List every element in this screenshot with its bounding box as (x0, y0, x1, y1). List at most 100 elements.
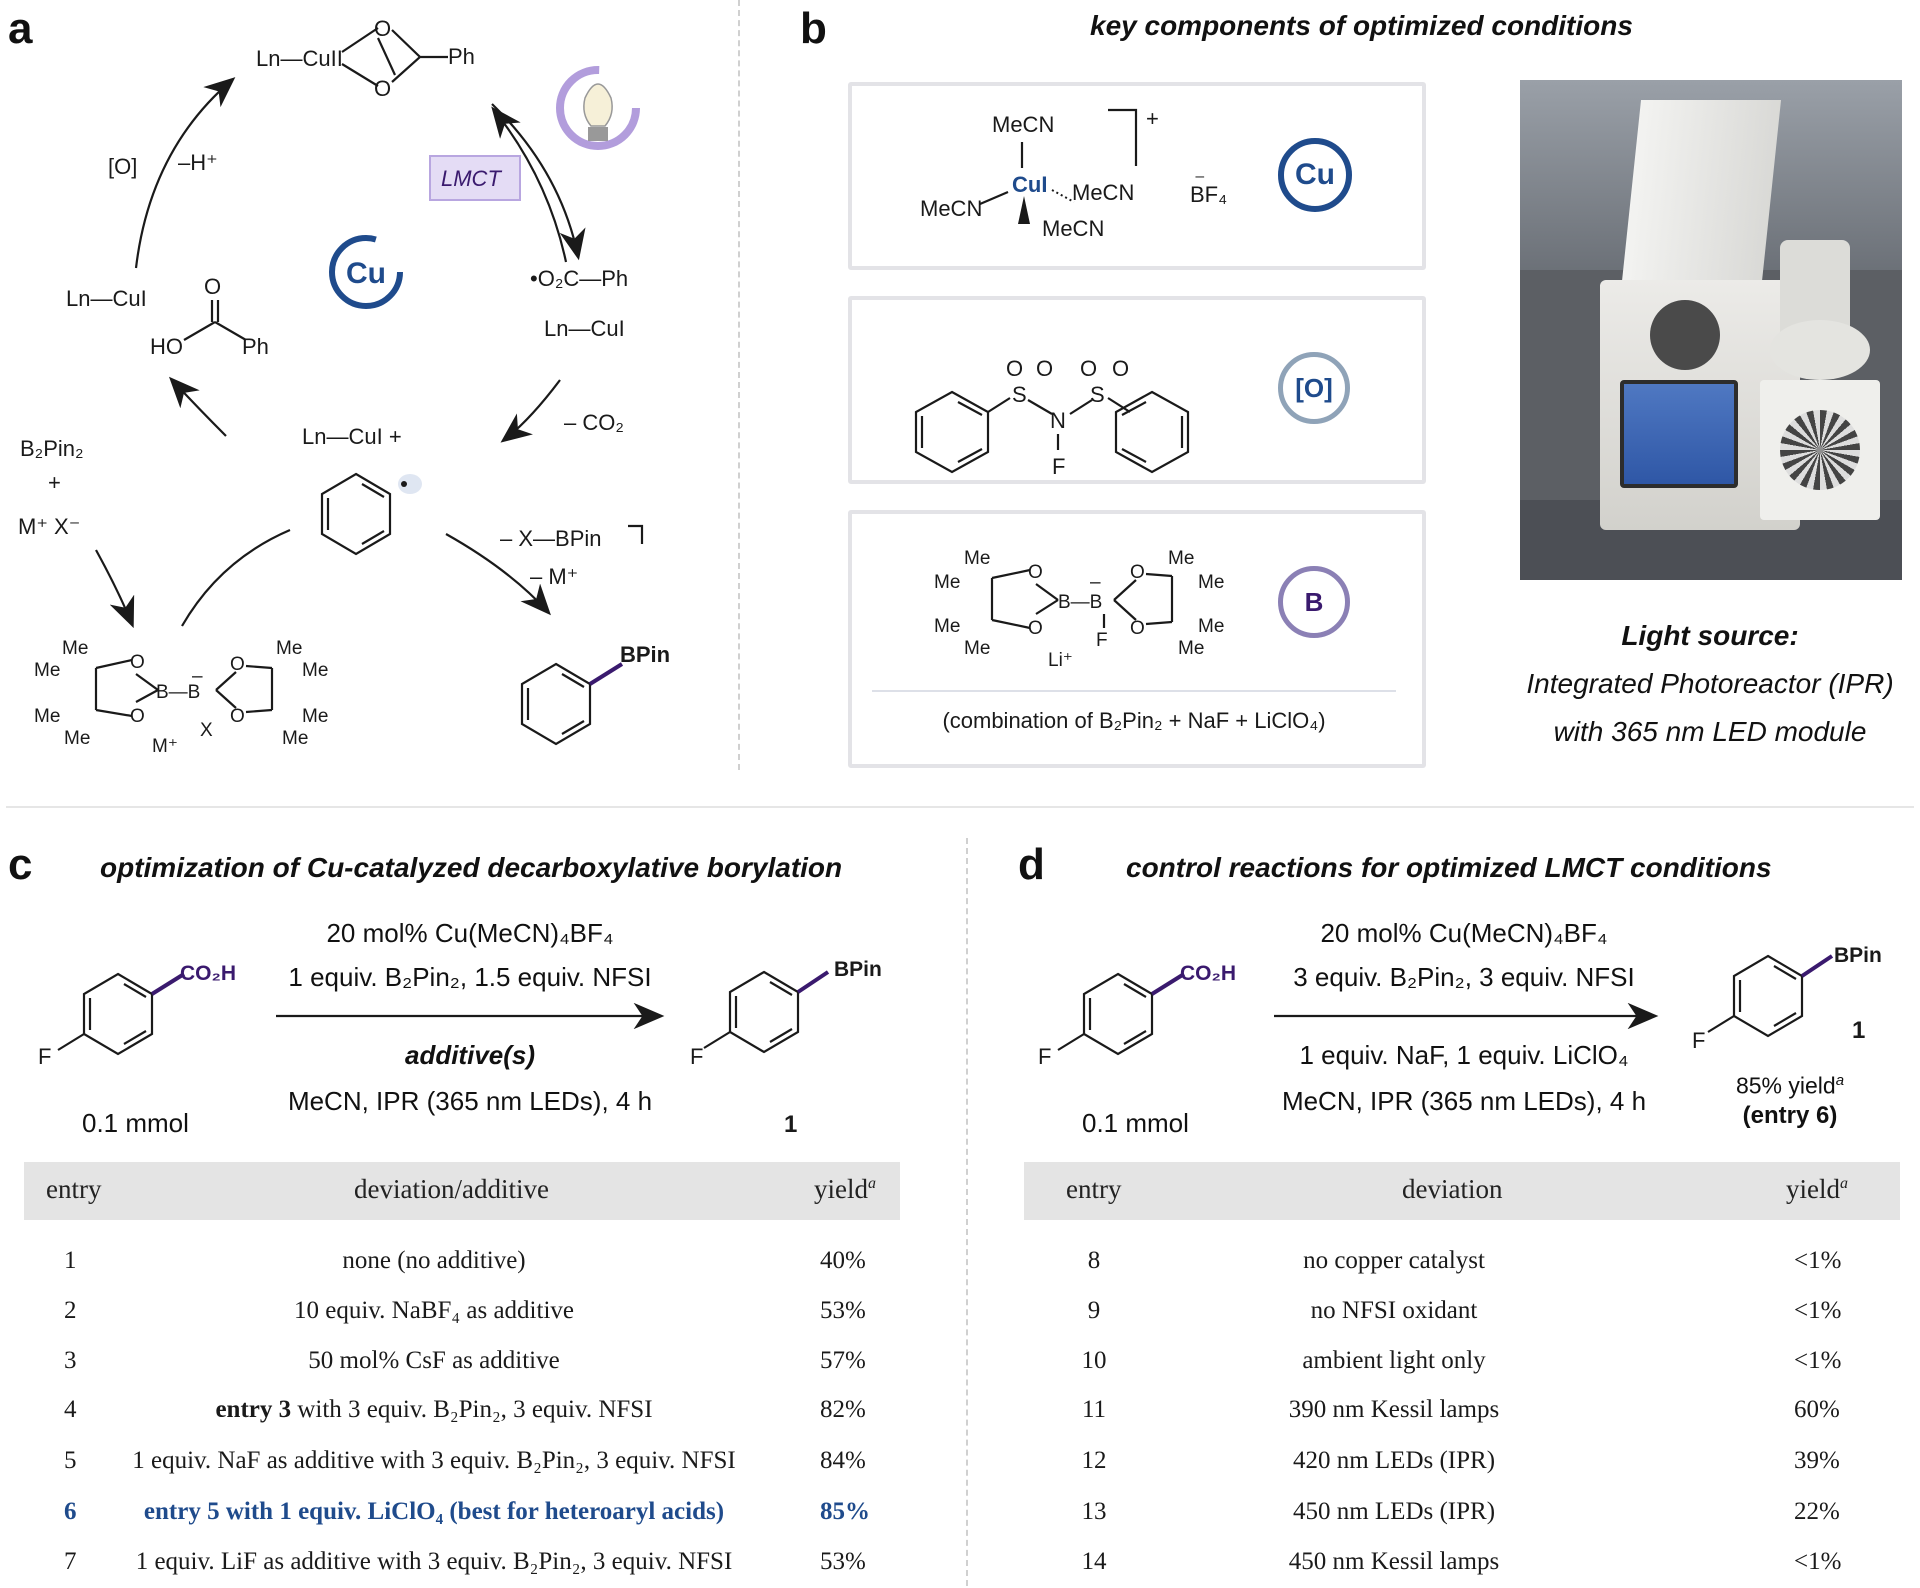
svg-text:+: + (48, 470, 61, 495)
svg-text:O: O (1006, 356, 1023, 381)
svg-text:O: O (1080, 356, 1097, 381)
table-d-entry: 14 (1081, 1548, 1107, 1575)
light-source-line2: with 365 nm LED module (1553, 716, 1867, 747)
table-c-deviation: 1 equiv. LiF as additive with 3 equiv. B… (135, 1548, 733, 1575)
svg-text:MeCN: MeCN (992, 112, 1054, 137)
benzoic-acid: O HO Ph (150, 274, 269, 359)
panel-b-title: key components of optimized conditions (1090, 10, 1633, 41)
svg-text:BPin: BPin (620, 642, 670, 667)
svg-text:O: O (1130, 618, 1145, 639)
table-c-yield: 57% (820, 1347, 866, 1374)
svg-text:O: O (374, 76, 391, 101)
svg-text:Me: Me (934, 616, 960, 637)
b2pin2-label: B₂Pin₂ (20, 436, 84, 461)
table-c-yield: 85% (820, 1498, 870, 1525)
d-product-entry-ref: (entry 6) (1742, 1102, 1838, 1129)
c-amount: 0.1 mmol (82, 1108, 189, 1138)
table-d-yield: <1% (1794, 1347, 1842, 1374)
svg-text:MeCN: MeCN (920, 196, 982, 221)
svg-text:⁻: ⁻ (1194, 168, 1206, 193)
table-d-yield: <1% (1794, 1297, 1842, 1324)
svg-text:O: O (374, 16, 391, 41)
table-d-row: 12 420 nm LEDs (IPR) 39% (1024, 1447, 1900, 1487)
d-condition-3: 1 equiv. NaF, 1 equiv. LiClO₄ (1299, 1040, 1629, 1070)
svg-text:–: – (192, 666, 203, 687)
table-c-yield: 53% (820, 1297, 866, 1324)
svg-text:F: F (1052, 454, 1065, 479)
led-fan (1780, 410, 1860, 490)
catalytic-cycle-diagram: Ln—CuII O O Ph LMCT [O] –H⁺ Cu •O₂C—Ph L… (18, 16, 670, 757)
svg-text:B—B: B—B (156, 682, 200, 703)
svg-text:BF₄: BF₄ (1190, 182, 1227, 207)
fluorobenzoic-acid-c: CO₂H F (38, 962, 236, 1069)
table-d-header: entry deviation yielda (1024, 1162, 1900, 1220)
table-d-entry: 11 (1081, 1396, 1107, 1423)
table-c-deviation: 50 mol% CsF as additive (308, 1347, 560, 1374)
panel-c-title: optimization of Cu-catalyzed decarboxyla… (100, 852, 843, 883)
svg-text:F: F (38, 1044, 51, 1069)
x-bpin-label: – X—BPin (500, 526, 602, 551)
borate-ate-complex: Me Me Me Me O O B—B – O O Me Me Me Me X … (34, 638, 328, 757)
svg-text:1: 1 (1852, 1017, 1865, 1044)
table-d-deviation: no NFSI oxidant (1310, 1297, 1478, 1324)
phenyl-bpin-product: BPin (520, 642, 670, 746)
svg-text:F: F (1038, 1044, 1051, 1069)
component-box-copper: MeCN CuI MeCN MeCN MeCN + ⁻ BF₄ Cu (848, 82, 1426, 270)
panel-d-title: control reactions for optimized LMCT con… (1126, 852, 1772, 883)
vial-insert (1770, 320, 1870, 380)
table-d-deviation: 420 nm LEDs (IPR) (1292, 1447, 1496, 1474)
svg-text:Me: Me (302, 706, 328, 727)
lncu-center-label: Ln—CuI + (302, 424, 402, 449)
cu-cycle-badge: Cu (329, 235, 403, 309)
panel-letter-a: a (8, 4, 33, 53)
svg-text:Me: Me (34, 660, 60, 681)
oxidant-badge-icon: [O] (1278, 352, 1350, 424)
svg-text:S: S (1090, 382, 1105, 407)
d-product-yield: 85% yielda (1735, 1072, 1845, 1099)
svg-text:HO: HO (150, 334, 183, 359)
table-c-deviation: 10 equiv. NaBF₄ as additive (294, 1297, 574, 1324)
fluorobenzoic-acid-d: CO₂H F (1038, 962, 1236, 1069)
mx-label: M⁺ X⁻ (18, 514, 80, 539)
photoreactor-photo (1520, 80, 1902, 580)
panel-letter-b: b (800, 4, 827, 53)
svg-text:Me: Me (964, 548, 990, 569)
lightbulb-icon (556, 66, 640, 150)
light-source-title: Light source: (1621, 620, 1799, 651)
svg-text:LMCT: LMCT (441, 166, 502, 191)
product-c: BPin F 1 (690, 958, 882, 1138)
reactor-vial-holder (1650, 300, 1720, 370)
boron-combination-text: (combination of B₂Pin₂ + NaF + LiClO₄) (942, 708, 1326, 733)
table-c-deviation: 1 equiv. NaF as additive with 3 equiv. B… (132, 1447, 736, 1474)
table-c-header-entry: entry (46, 1174, 102, 1204)
reactor-screen (1620, 380, 1738, 488)
svg-text:N: N (1050, 408, 1066, 433)
svg-text:Cu: Cu (346, 257, 386, 290)
svg-text:Me: Me (1178, 638, 1204, 659)
cu2-carboxylate: Ln—CuII O O Ph (256, 16, 475, 101)
svg-text:O: O (204, 274, 221, 299)
svg-text:F: F (1692, 1028, 1705, 1053)
lmct-box: LMCT (429, 155, 521, 201)
table-c-yield: 40% (820, 1247, 866, 1274)
table-c-deviation: entry 5 with 1 equiv. LiClO₄ (best for h… (143, 1498, 725, 1525)
cu-badge-icon: Cu (1278, 138, 1352, 212)
lncu-right-label: Ln—CuI (544, 316, 625, 341)
table-d-header-deviation: deviation (1402, 1174, 1503, 1204)
svg-text:Me: Me (282, 728, 308, 749)
table-c-yield: 82% (820, 1396, 866, 1423)
table-d-entry: 12 (1081, 1447, 1107, 1474)
reactor-lid (1618, 100, 1782, 310)
lithium-borate-structure: Me Me Me Me O O B—B – O O Me Me Me Me F … (934, 548, 1224, 671)
panel-letter-d: d (1018, 840, 1045, 889)
c-condition-2: 1 equiv. B₂Pin₂, 1.5 equiv. NFSI (288, 962, 652, 992)
table-d-yield: 39% (1794, 1447, 1840, 1474)
panel-letter-c: c (8, 840, 33, 889)
table-d-entry: 13 (1081, 1498, 1107, 1525)
svg-text:B—B: B—B (1058, 592, 1102, 613)
table-c-deviation: entry 3 with 3 equiv. B₂Pin₂, 3 equiv. N… (215, 1396, 653, 1423)
